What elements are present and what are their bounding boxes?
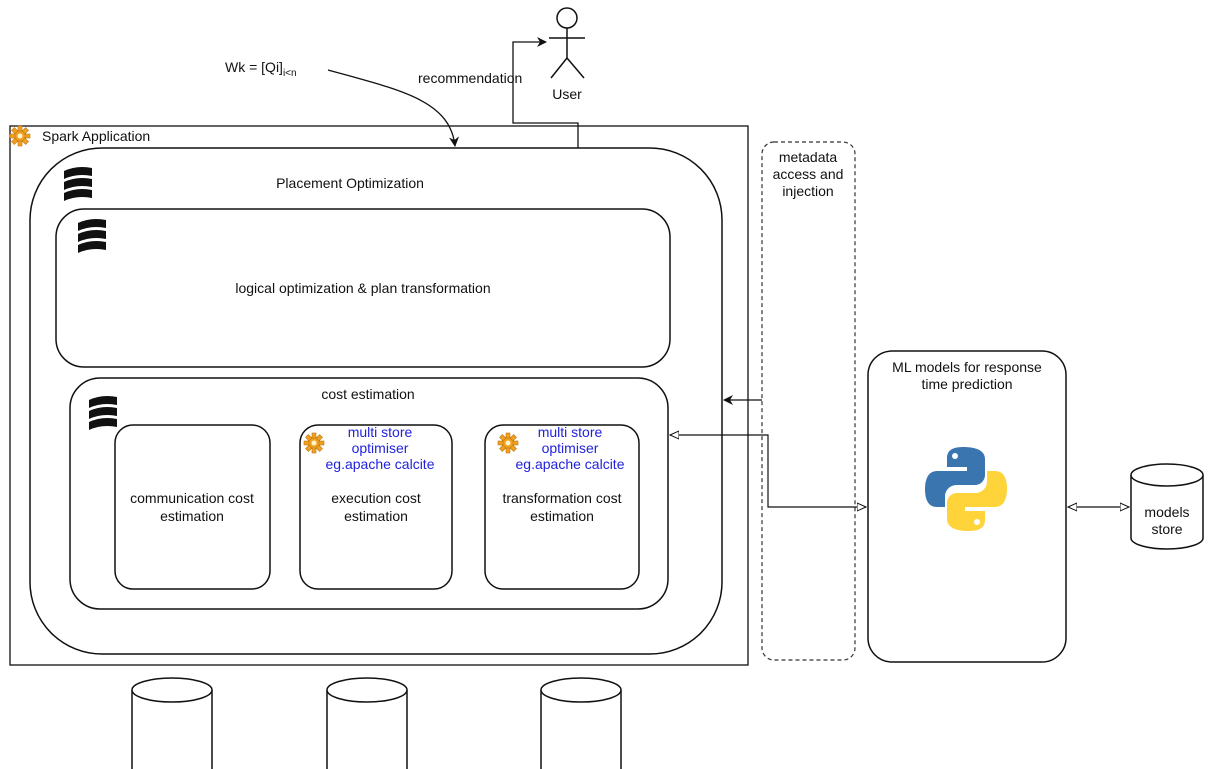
database-icon: [326, 677, 408, 769]
stack-icon: [89, 396, 117, 430]
workload-arrow: [327, 69, 459, 147]
placement-optimization-box: [29, 147, 723, 655]
card-title-line: estimation: [530, 508, 594, 524]
stack-icon: [78, 219, 106, 253]
optimiser-line: eg.apache calcite: [326, 456, 435, 472]
metadata-line: injection: [782, 183, 833, 199]
card-title-line: communication cost: [130, 490, 254, 506]
card-title-line: estimation: [160, 508, 224, 524]
recommendation-arrow: [512, 37, 579, 148]
optimiser-line: optimiser: [352, 440, 409, 456]
database-icon: [540, 677, 622, 769]
placement-optimization-label: Placement Optimization: [276, 175, 424, 191]
database-icon: [131, 677, 213, 769]
metadata-box: [761, 141, 856, 661]
card-title-line: execution cost: [331, 490, 421, 506]
transformation-cost-card: [484, 424, 640, 590]
spark-application-box: [9, 125, 749, 666]
card-title-line: transformation cost: [502, 490, 621, 506]
card-title-line: estimation: [344, 508, 408, 524]
ml-models-line: ML models for response: [892, 359, 1042, 375]
metadata-line: access and: [773, 166, 844, 182]
ml-models-line: time prediction: [921, 376, 1012, 392]
cost-ml-connector: [670, 435, 866, 507]
user-label: User: [552, 86, 582, 102]
models-store-line: store: [1151, 521, 1182, 537]
models-store-line: models: [1144, 504, 1189, 520]
python-logo-icon: [925, 447, 1007, 531]
ml-models-box: [867, 350, 1067, 663]
logical-optimization-box: [55, 208, 671, 368]
spark-application-label: Spark Application: [42, 128, 150, 144]
stack-icon: [64, 167, 92, 201]
optimiser-line: multi store: [538, 424, 603, 440]
models-store-database-icon: [1130, 463, 1204, 550]
optimiser-line: eg.apache calcite: [516, 456, 625, 472]
cost-estimation-box: [69, 377, 669, 610]
workload-text: Wk = [Qi]: [225, 59, 283, 75]
workload-subscript: i<n: [283, 68, 297, 79]
optimiser-line: multi store: [348, 424, 413, 440]
recommendation-label: recommendation: [418, 70, 522, 86]
gear-icon: [303, 432, 325, 454]
gear-icon: [497, 432, 519, 454]
workload-label: Wk = [Qi]i<n: [225, 59, 297, 79]
communication-cost-card: [114, 424, 271, 590]
logical-optimization-label: logical optimization & plan transformati…: [235, 280, 490, 296]
spark-gear-icon: [9, 125, 31, 147]
cost-estimation-label: cost estimation: [321, 386, 414, 402]
optimiser-line: optimiser: [542, 440, 599, 456]
metadata-line: metadata: [779, 149, 838, 165]
user-icon: [549, 7, 585, 79]
execution-cost-card: [299, 424, 453, 590]
